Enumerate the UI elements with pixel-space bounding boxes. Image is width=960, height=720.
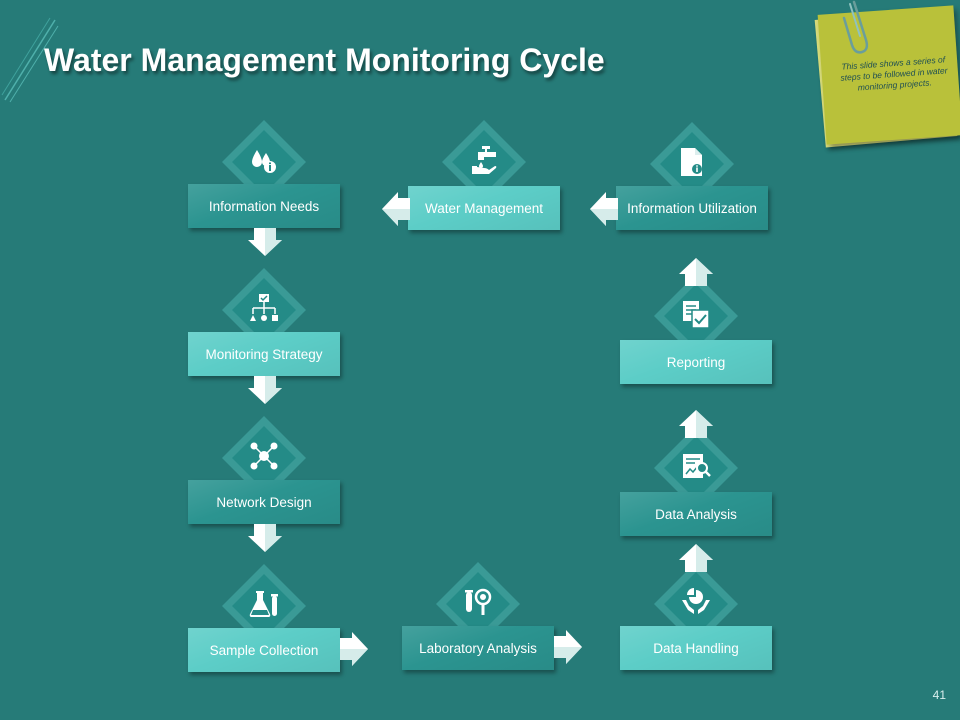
step-information-utilization: Information Utilization xyxy=(616,186,768,230)
document-info-icon xyxy=(681,148,702,176)
slide-title: Water Management Monitoring Cycle xyxy=(44,42,605,78)
arrow-right-1 xyxy=(340,632,368,666)
step-network-design: Network Design xyxy=(188,480,340,524)
people-network-icon xyxy=(250,442,278,470)
arrow-left-1 xyxy=(590,192,618,226)
diamond-reporting xyxy=(652,272,740,360)
diamond-water-management xyxy=(440,118,528,206)
page-number: 41 xyxy=(932,688,946,702)
diamond-monitoring-strategy xyxy=(220,266,308,354)
step-data-analysis: Data Analysis xyxy=(620,492,772,536)
diamond-data-analysis xyxy=(652,424,740,512)
diamond-information-utilization xyxy=(648,120,736,208)
paper-clip-icon xyxy=(842,0,869,54)
diamond-data-handling xyxy=(652,560,740,648)
lab-flask-icon xyxy=(249,591,278,617)
diamond-laboratory-analysis xyxy=(434,560,522,648)
step-reporting: Reporting xyxy=(620,340,772,384)
arrow-up-2 xyxy=(679,410,713,438)
diamond-network-design xyxy=(220,414,308,502)
report-magnifier-icon xyxy=(683,454,711,478)
step-water-management: Water Management xyxy=(408,186,560,230)
tap-hand-icon xyxy=(472,146,497,174)
step-data-handling: Data Handling xyxy=(620,626,772,670)
water-drops-info-icon xyxy=(252,150,276,173)
arrow-down-3 xyxy=(248,524,282,552)
documents-check-icon xyxy=(683,301,710,329)
sticky-note: This slide shows a series of steps to be… xyxy=(812,0,960,160)
arrow-down-1 xyxy=(248,228,282,256)
step-laboratory-analysis: Laboratory Analysis xyxy=(402,626,554,670)
step-information-needs: Information Needs xyxy=(188,184,340,228)
test-tube-magnifier-icon xyxy=(465,588,492,615)
hands-pie-chart-icon xyxy=(682,588,710,614)
diamond-information-needs xyxy=(220,118,308,206)
step-monitoring-strategy: Monitoring Strategy xyxy=(188,332,340,376)
hierarchy-checklist-icon xyxy=(250,294,278,321)
arrow-left-2 xyxy=(382,192,410,226)
step-sample-collection: Sample Collection xyxy=(188,628,340,672)
arrow-down-2 xyxy=(248,376,282,404)
arrow-right-2 xyxy=(554,630,582,664)
diamond-sample-collection xyxy=(220,562,308,650)
diagonal-lines-decoration xyxy=(1,17,59,103)
arrow-up-3 xyxy=(679,258,713,286)
arrow-up-1 xyxy=(679,544,713,572)
